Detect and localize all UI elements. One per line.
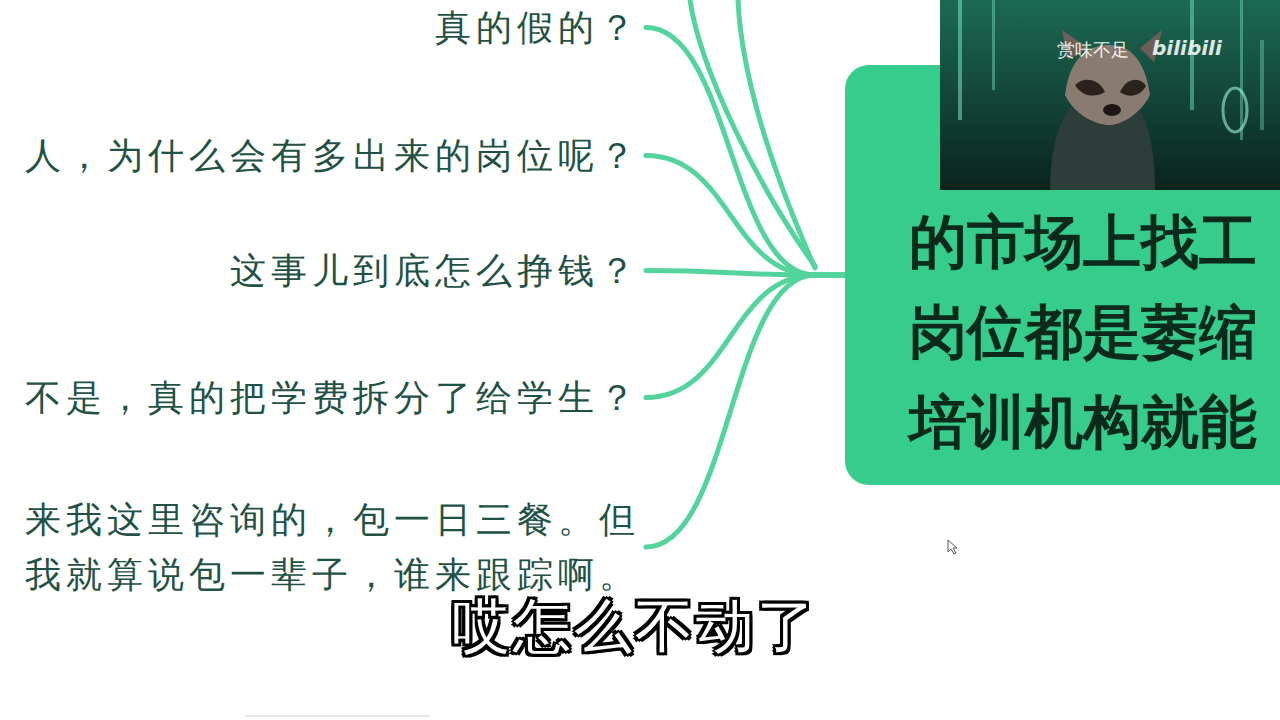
branch-topic: 这事儿到底怎么挣钱？ xyxy=(6,243,640,298)
branch-topic: 人，为什么会有多出来的岗位呢？ xyxy=(6,128,640,183)
divider-line xyxy=(245,715,430,717)
mouse-cursor xyxy=(948,540,957,554)
branch-connector xyxy=(646,28,845,276)
branch-topic: 真的假的？ xyxy=(6,0,640,55)
topic-text: 来我这里咨询的，包一日三餐。但 我就算说包一辈子，谁来跟踪啊。 xyxy=(6,492,640,602)
branch-topic: 来我这里咨询的，包一日三餐。但 我就算说包一辈子，谁来跟踪啊。 xyxy=(6,492,640,602)
branch-connector xyxy=(646,275,845,547)
topic-text: 这事儿到底怎么挣钱？ xyxy=(6,243,640,298)
branch-topic: 不是，真的把学费拆分了给学生？ xyxy=(6,370,640,425)
topic-text: 的市场上找工 岗位都是萎缩 培训机构就能 xyxy=(909,197,1274,467)
topic-text: 人，为什么会有多出来的岗位呢？ xyxy=(6,128,640,183)
branch-line xyxy=(738,0,815,268)
branch-connector xyxy=(646,156,845,276)
topic-text: 真的假的？ xyxy=(6,0,640,55)
subtitle: 哎怎么不动了 xyxy=(452,588,818,666)
video-overlay-image xyxy=(940,0,1280,190)
branch-connector xyxy=(646,275,845,398)
topic-text: 不是，真的把学费拆分了给学生？ xyxy=(6,370,640,425)
